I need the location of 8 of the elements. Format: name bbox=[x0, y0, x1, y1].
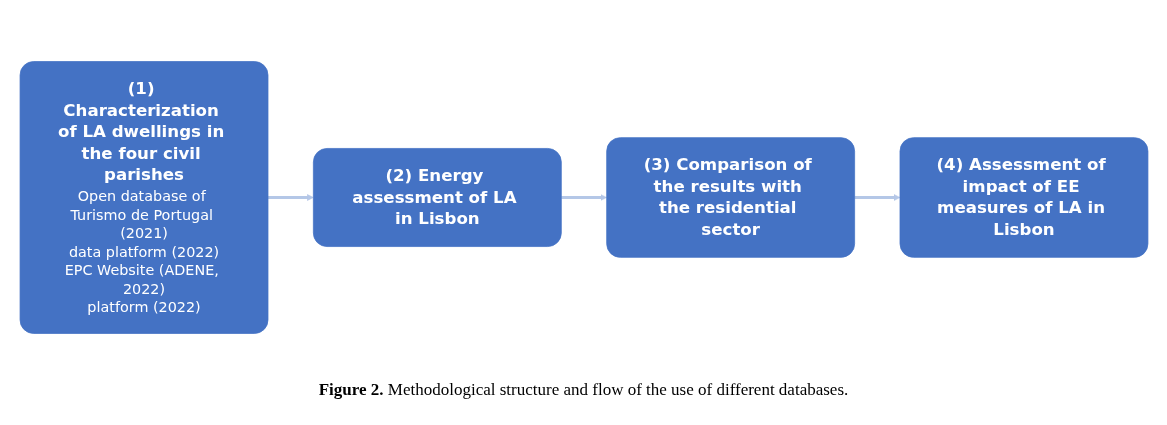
arrow bbox=[560, 194, 607, 201]
node-box: (4) Assessment of impact of EE measures of LA in Lisbon bbox=[899, 137, 1148, 258]
arrow bbox=[267, 194, 314, 201]
node-box: (1) Characterization of LA dwellings in the four civil parishes Open database of Turismo de Portugal (2021) data platform (2022) EPC Website (ADENE, 2022) platform (2022) bbox=[19, 61, 268, 334]
arrow bbox=[854, 194, 900, 201]
node-box: (2) Energy assessment of LA in Lisbon bbox=[312, 148, 562, 247]
node-box: (3) Comparison of the results with the residential sector bbox=[605, 137, 855, 258]
figure-caption: Figure 2. Methodological structure and flow of the use of different databases. bbox=[318, 380, 849, 400]
